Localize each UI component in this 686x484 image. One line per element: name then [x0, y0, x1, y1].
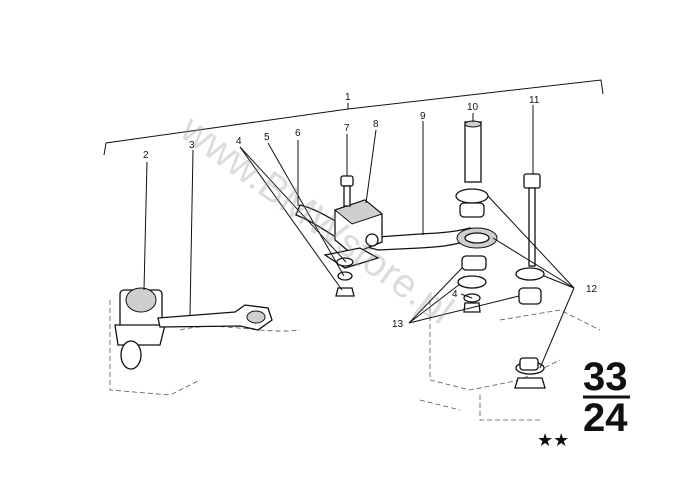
- callout-12: 12: [586, 284, 598, 295]
- callout-9: 9: [420, 111, 426, 122]
- group-number-top: 33: [583, 355, 628, 399]
- callout-10: 10: [467, 102, 479, 113]
- callout-1: 1: [345, 92, 351, 103]
- bolt-11: [523, 173, 541, 267]
- sleeve-10: [464, 120, 482, 183]
- assembly-bracket: [103, 79, 604, 156]
- callout-8: 8: [373, 119, 379, 130]
- stabilizer-mount: [114, 287, 166, 370]
- leader-lines: [143, 105, 575, 369]
- callout-4: 4: [236, 136, 242, 147]
- right-bushings: [514, 267, 546, 389]
- callout-7: 7: [344, 123, 350, 134]
- bolt-7: [340, 175, 354, 207]
- rating-stars: ★★: [537, 430, 569, 451]
- callout-2: 2: [143, 150, 149, 161]
- rubber-bushings: [455, 188, 498, 313]
- callout-4b: 4: [452, 289, 458, 300]
- washer-stack-left: [335, 257, 355, 297]
- group-number: 33 24: [583, 355, 630, 440]
- group-number-bottom: 24: [583, 396, 628, 440]
- callout-6: 6: [295, 128, 301, 139]
- callout-5: 5: [264, 132, 270, 143]
- callout-13: 13: [392, 319, 404, 330]
- callout-3: 3: [189, 140, 195, 151]
- link-arm: [157, 304, 273, 331]
- watermark: www.BMWstore.pl: [172, 106, 461, 333]
- callout-labels: 1 2 3 4 5 6 7 8 9 10 11 12 13 4: [143, 92, 598, 330]
- callout-11: 11: [529, 95, 540, 106]
